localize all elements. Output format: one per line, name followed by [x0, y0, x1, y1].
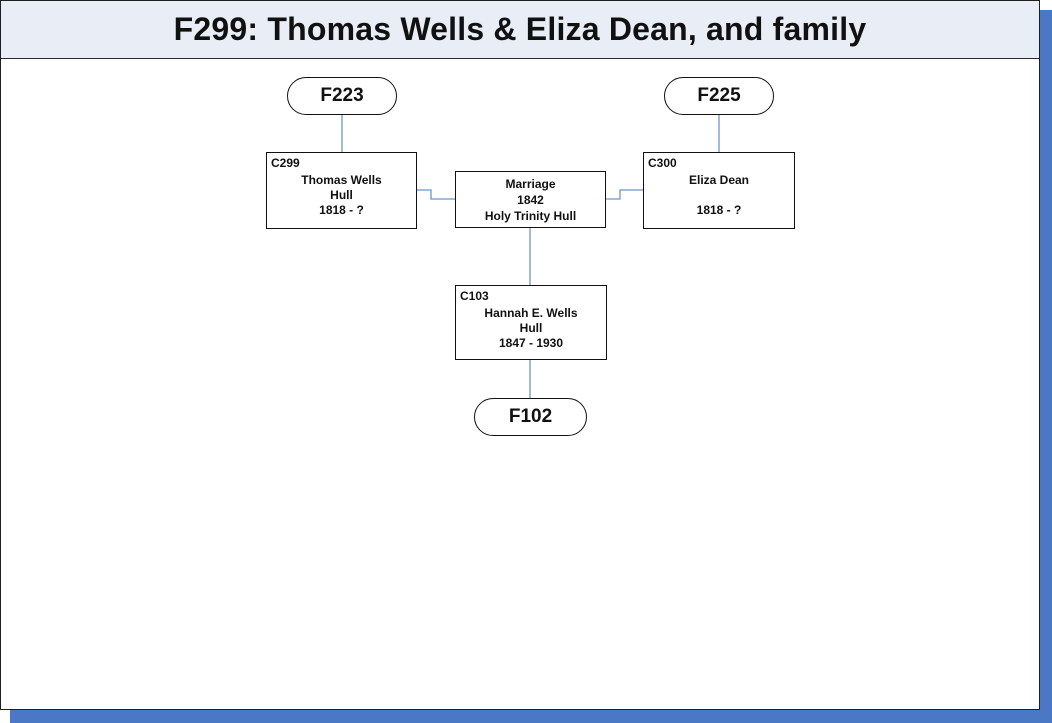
marriage-year: 1842	[517, 193, 544, 207]
person-box-mother[interactable]: C300 Eliza Dean 1818 - ?	[643, 152, 795, 229]
marriage-place: Holy Trinity Hull	[484, 209, 577, 223]
person-id: C103	[460, 289, 489, 303]
person-dates: 1847 - 1930	[498, 336, 564, 350]
title-bar: F299: Thomas Wells & Eliza Dean, and fam…	[1, 1, 1039, 59]
diagram-page: F299: Thomas Wells & Eliza Dean, and fam…	[0, 0, 1040, 710]
family-node-f225[interactable]: F225	[664, 77, 774, 115]
person-dates: 1818 - ?	[696, 203, 742, 217]
person-name: Thomas Wells	[301, 173, 382, 187]
person-box-child[interactable]: C103 Hannah E. Wells Hull 1847 - 1930	[455, 285, 607, 360]
family-node-label: F225	[697, 85, 741, 106]
person-name: Hannah E. Wells	[484, 306, 578, 320]
connector-c300-to-marriage	[606, 189, 643, 200]
page-title: F299: Thomas Wells & Eliza Dean, and fam…	[173, 11, 867, 47]
marriage-box[interactable]: Marriage 1842 Holy Trinity Hull	[455, 171, 606, 228]
family-node-label: F102	[508, 406, 553, 427]
family-node-label: F223	[320, 85, 364, 106]
family-node-f102[interactable]: F102	[474, 398, 587, 436]
person-id: C299	[271, 156, 300, 170]
person-id: C300	[648, 156, 677, 170]
person-name: Eliza Dean	[688, 173, 750, 187]
person-place: Hull	[519, 321, 543, 335]
marriage-label: Marriage	[505, 177, 556, 191]
connector-lines	[341, 115, 720, 398]
person-dates: 1818 - ?	[319, 203, 364, 217]
connector-c299-to-marriage	[417, 189, 455, 200]
family-node-f223[interactable]: F223	[287, 77, 397, 115]
person-box-father[interactable]: C299 Thomas Wells Hull 1818 - ?	[266, 152, 417, 229]
person-place	[644, 188, 794, 203]
person-place: Hull	[330, 188, 353, 202]
